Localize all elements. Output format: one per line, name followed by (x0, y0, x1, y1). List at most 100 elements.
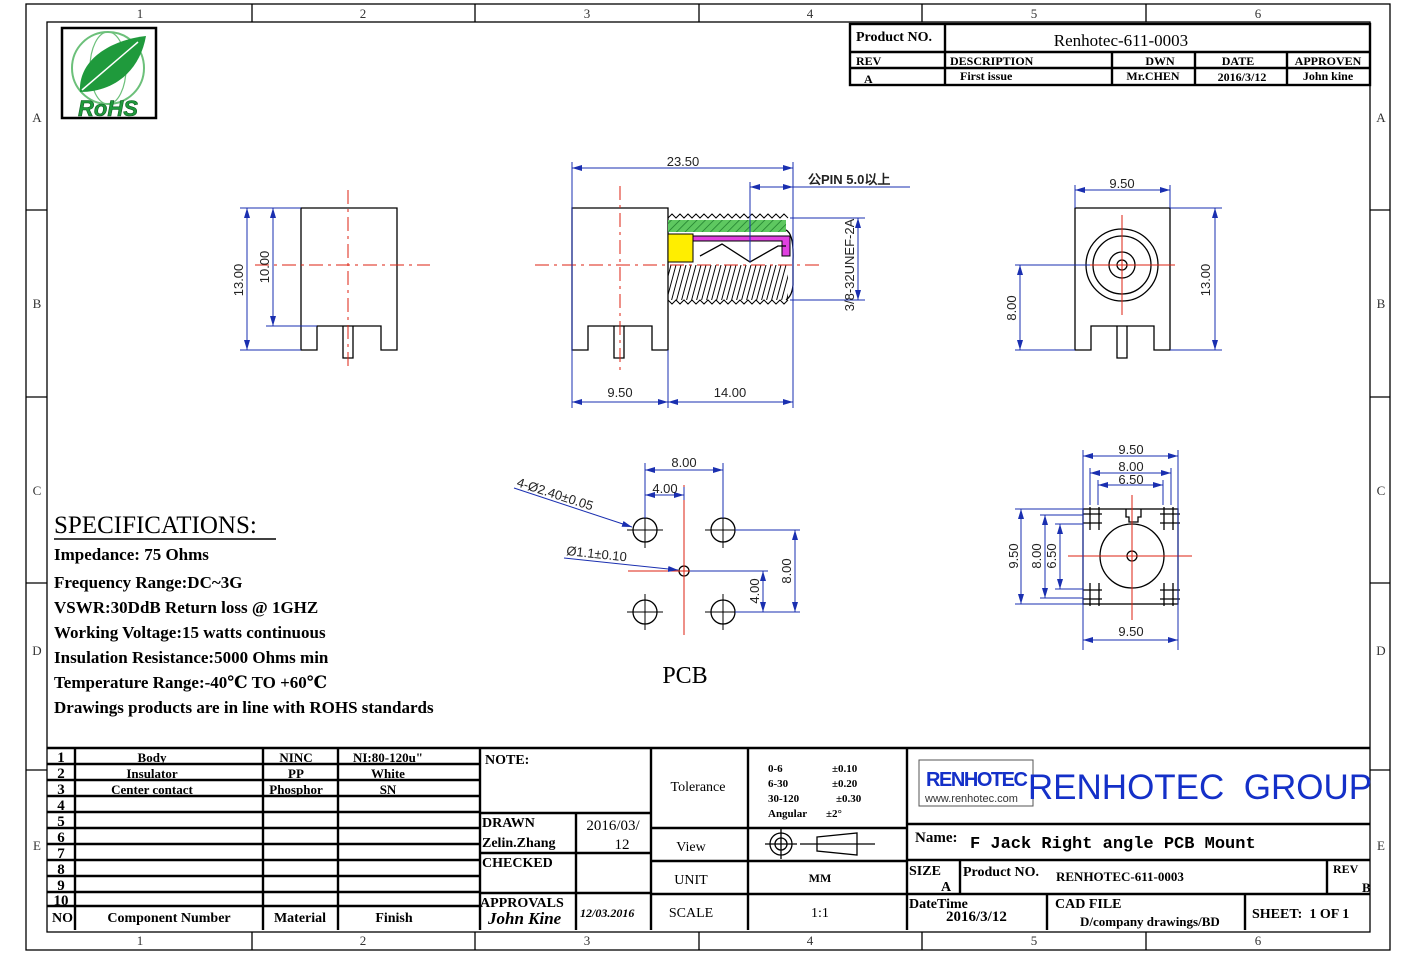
cad-file-path: D/company drawings/BD (1080, 914, 1220, 929)
spec-line: Working Voltage:15 watts continuous (54, 623, 326, 642)
bom-table (47, 748, 482, 930)
bom-row-no: 2 (57, 766, 65, 782)
grid-col-label: 1 (137, 933, 144, 948)
rev-label-2: REV (1333, 862, 1359, 876)
dwn-value: Mr.CHEN (1126, 69, 1180, 83)
grid-col-label: 2 (360, 6, 367, 21)
pin-note: 公PIN 5.0以上 (808, 172, 890, 187)
bom-header-material: Material (274, 911, 326, 926)
tolerance-value: ±2° (826, 808, 842, 820)
bom-header-component: Component Number (107, 911, 230, 926)
company-name: RENHOTEC GROUP (1028, 768, 1372, 807)
date-header: DATE (1222, 54, 1254, 68)
tolerance-range: 0-6 (768, 763, 783, 775)
tolerance-range: 6-30 (768, 778, 789, 790)
grid-row-label: D (32, 643, 41, 658)
bom-finish: SN (380, 782, 397, 797)
approven-value: John kine (1303, 69, 1354, 83)
grid-col-label: 3 (584, 6, 591, 21)
projection-symbol-icon (765, 829, 875, 859)
bottom-view: 9.50 8.00 6.50 9.50 9.50 8.00 6.50 (1006, 442, 1192, 650)
tolerance-range: Angular (768, 808, 807, 820)
dim-bottom-w1: 9.50 (1118, 442, 1143, 457)
grid-col-label: 5 (1031, 6, 1038, 21)
grid-row-label: D (1376, 643, 1385, 658)
grid-row-label: E (33, 838, 41, 853)
dim-end-width: 9.50 (1109, 176, 1134, 191)
dim-side-total: 23.50 (667, 154, 700, 169)
dim-pcb-v-half: 4.00 (747, 578, 762, 603)
dim-end-center: 8.00 (1004, 295, 1019, 320)
tolerance-value: ±0.30 (836, 793, 862, 805)
bom-component: Center contact (111, 782, 193, 797)
dim-bottom-h2: 8.00 (1029, 543, 1044, 568)
bom-finish: White (371, 766, 405, 781)
pcb-label: PCB (662, 663, 707, 689)
approval-date: 12/03.2016 (580, 906, 634, 920)
bom-row-no: 4 (57, 798, 65, 814)
product-no-value-2: RENHOTEC-611-0003 (1056, 869, 1184, 884)
pcb-layout: 8.00 4.00 4-Ø2.40±0.05 Ø1.1±0.10 8.00 4.… (513, 455, 800, 689)
grid-row-label: B (1377, 296, 1386, 311)
approvals-label: APPROVALS (480, 896, 564, 911)
bom-header-finish: Finish (375, 911, 413, 926)
sheet-number: SHEET: 1 OF 1 (1252, 907, 1349, 922)
tolerance-value: ±0.20 (832, 778, 858, 790)
datetime-label: DateTime (909, 897, 968, 912)
description-value: First issue (960, 69, 1013, 83)
spec-line: Impedance: 75 Ohms (54, 545, 209, 564)
thread-spec: 3/8-32UNEF-2A (842, 218, 857, 311)
size-value: A (941, 880, 952, 895)
bom-header-no: NO (52, 911, 73, 926)
datetime-value: 2016/3/12 (946, 909, 1007, 925)
brand-logo-url: www.renhotec.com (924, 793, 1018, 805)
grid-row-label: B (33, 296, 42, 311)
drawn-date-1: 2016/03/ (586, 818, 640, 834)
grid-row-label: E (1377, 838, 1385, 853)
end-view: 9.50 13.00 8.00 (1004, 176, 1222, 359)
bom-row-no: 8 (57, 862, 65, 878)
spec-line: Frequency Range:DC~3G (54, 573, 242, 592)
dim-front-height: 13.00 (231, 264, 246, 297)
grid-col-label: 4 (807, 6, 814, 21)
bom-row-no: 5 (57, 814, 65, 830)
bom-row-no: 9 (57, 878, 65, 894)
scale-label: SCALE (669, 906, 713, 921)
revision-block: Product NO. Renhotec-611-0003 REV DESCRI… (848, 22, 1372, 87)
cad-file-label: CAD FILE (1055, 897, 1122, 912)
date-value: 2016/3/12 (1218, 70, 1267, 84)
spec-line: VSWR:30DdB Return loss @ 1GHZ (54, 598, 318, 617)
renhotec-logo: RENHOTEC www.renhotec.com (918, 759, 1034, 807)
specifications-title: SPECIFICATIONS: (54, 512, 257, 539)
approven-header: APPROVEN (1295, 54, 1362, 68)
dim-bottom-w3: 6.50 (1118, 472, 1143, 487)
note-label: NOTE: (485, 753, 529, 768)
grid-col-label: 6 (1255, 933, 1262, 948)
tolerance-range: 30-120 (768, 793, 800, 805)
brand-logo-text: RENHOTEC (926, 769, 1028, 791)
unit-label: UNIT (674, 873, 708, 888)
side-view: 23.50 公PIN 5.0以上 9.50 14.00 3/8-32UNEF-2… (535, 154, 910, 408)
bom-material: PP (288, 766, 304, 781)
dim-pcb-span: 8.00 (671, 455, 696, 470)
scale-value: 1:1 (811, 906, 829, 921)
product-name: F Jack Right angle PCB Mount (970, 835, 1256, 854)
bom-row-no: 7 (57, 846, 65, 862)
spec-line: Temperature Range:-40℃ TO +60℃ (54, 673, 327, 692)
tolerance-value: ±0.10 (832, 763, 858, 775)
bom-finish: NI:80-120u" (353, 750, 423, 765)
grid-row-label: C (1377, 483, 1386, 498)
description-header: DESCRIPTION (950, 54, 1034, 68)
checked-label: CHECKED (482, 856, 553, 871)
drawn-label: DRAWN (482, 816, 535, 831)
rev-value-2: B (1362, 880, 1371, 895)
grid-col-label: 2 (360, 933, 367, 948)
drawn-date-2: 12 (615, 837, 630, 853)
bom-component: Insulator (126, 766, 178, 781)
grid-col-label: 3 (584, 933, 591, 948)
dim-front-inner: 10.00 (257, 251, 272, 284)
bom-row-no: 1 (57, 750, 65, 766)
rev-value: A (864, 72, 873, 86)
